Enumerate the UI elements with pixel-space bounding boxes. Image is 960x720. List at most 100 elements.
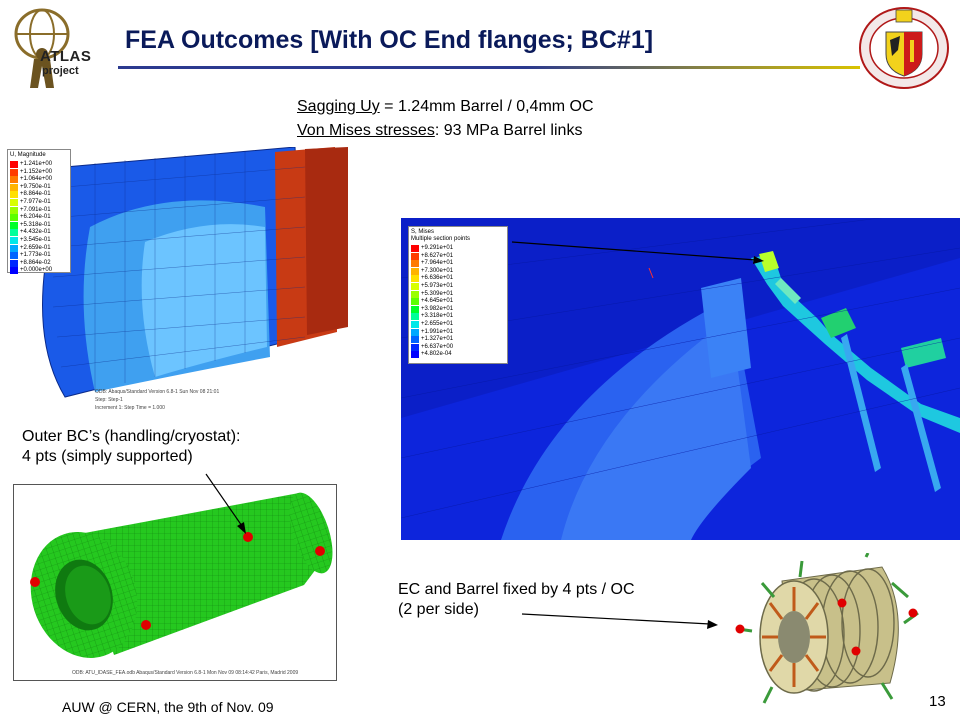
atlas-logo-title: ATLAS	[40, 48, 92, 65]
displacement-legend-swatch	[10, 214, 18, 222]
displacement-legend-row: +8.864e-01	[10, 191, 68, 199]
mises-legend-swatch	[411, 343, 419, 351]
displacement-legend: U, Magnitude +1.241e+00+1.152e+00+1.064e…	[7, 149, 71, 275]
mises-legend-value: +5.973e+01	[421, 282, 454, 289]
sagging-statement: Sagging Uy = 1.24mm Barrel / 0,4mm OC	[297, 97, 594, 117]
cylinder-odb-line: ODB: ATU_IDASE_FEA.odb Abaqus/Standard V…	[72, 670, 299, 676]
mises-legend-row: +3.982e+01	[411, 305, 505, 314]
displacement-legend-row: +1.241e+00	[10, 161, 68, 169]
mises-legend-swatch	[411, 320, 419, 328]
mises-legend-swatch	[411, 298, 419, 306]
mises-legend-row: +4.645e+01	[411, 298, 505, 306]
mises-legend-row: +7.300e+01	[411, 267, 505, 276]
mises-legend-value: +3.982e+01	[421, 305, 454, 312]
mises-legend-value: +9.291e+01	[421, 245, 454, 251]
displacement-legend-row: +0.000e+00	[10, 267, 68, 275]
slide-title: FEA Outcomes [With OC End flanges; BC#1]	[125, 26, 654, 54]
cylinder-mesh-figure: ODB: ATU_IDASE_FEA.odb Abaqus/Standard V…	[13, 484, 337, 681]
displacement-legend-row: +3.545e-01	[10, 236, 68, 245]
mises-legend-value: +6.636e+01	[421, 275, 454, 282]
displacement-legend-row: +2.659e-01	[10, 244, 68, 253]
displacement-step-line: Step: Step-1	[95, 397, 123, 403]
mises-legend-value: +6.637e+00	[421, 343, 454, 350]
mises-legend-swatch	[411, 260, 419, 268]
footer-text: AUW @ CERN, the 9th of Nov. 09	[62, 699, 274, 715]
mises-legend-row: +7.964e+01	[411, 260, 505, 268]
displacement-legend-row: +1.773e-01	[10, 252, 68, 260]
mises-legend-value: +2.655e+01	[421, 320, 454, 327]
displacement-legend-value: +2.659e-01	[20, 244, 51, 251]
displacement-legend-swatch	[10, 244, 18, 252]
displacement-legend-value: +1.064e+00	[20, 176, 53, 183]
mises-legend-swatch	[411, 351, 419, 359]
displacement-legend-value: +4.432e-01	[20, 229, 51, 236]
mises-legend-row: +9.291e+01	[411, 245, 505, 253]
displacement-legend-swatch	[10, 168, 18, 176]
support-pointer-arrow	[205, 473, 246, 534]
displacement-legend-swatch	[10, 252, 18, 260]
ec-pointer-arrow	[521, 613, 718, 629]
sagging-value: = 1.24mm Barrel / 0,4mm OC	[379, 98, 594, 115]
vonmises-statement: Von Mises stresses: 93 MPa Barrel links	[297, 121, 582, 141]
outer-bc-line2: 4 pts (simply supported)	[22, 448, 193, 465]
mises-legend-swatch	[411, 252, 419, 260]
displacement-legend-row: +9.750e-01	[10, 183, 68, 192]
mises-legend-row: +8.627e+01	[411, 252, 505, 261]
page-number: 13	[929, 693, 946, 710]
mises-legend-value: +8.627e+01	[421, 252, 454, 259]
displacement-increment-line: Increment 1: Step Time = 1.000	[95, 405, 165, 411]
mises-legend-subtitle: Multiple section points	[411, 236, 471, 242]
mises-legend-swatch	[411, 336, 419, 344]
mises-legend-value: +7.964e+01	[421, 260, 454, 267]
mises-legend-value: +4.645e+01	[421, 298, 454, 305]
mises-legend-title: S, Mises	[411, 229, 435, 235]
mises-legend-value: +5.309e+01	[421, 290, 454, 297]
displacement-legend-swatch	[10, 236, 18, 244]
mises-legend-row: +5.973e+01	[411, 282, 505, 291]
displacement-legend-row: +1.064e+00	[10, 176, 68, 184]
mises-legend: S, Mises Multiple section points +9.291e…	[408, 226, 508, 364]
displacement-legend-value: +6.204e-01	[20, 214, 51, 221]
vonmises-value: : 93 MPa Barrel links	[434, 122, 583, 139]
displacement-odb-line: ODB: Abaqus/Standard Version 6.8-1 Sun N…	[95, 389, 220, 395]
displacement-legend-value: +8.864e-01	[20, 191, 51, 198]
displacement-legend-swatch	[10, 259, 18, 267]
displacement-contour-figure: U, Magnitude +1.241e+00+1.152e+00+1.064e…	[5, 147, 348, 417]
displacement-legend-value: +1.241e+00	[20, 161, 53, 167]
end-cap-model-figure	[732, 552, 932, 705]
displacement-legend-swatch	[10, 267, 18, 275]
vonmises-label: Von Mises stresses	[297, 122, 435, 139]
sagging-label: Sagging Uy	[297, 98, 380, 115]
displacement-legend-value: +5.318e-01	[20, 221, 51, 228]
mises-legend-value: +7.300e+01	[421, 267, 454, 274]
displacement-legend-value: +1.152e+00	[20, 168, 53, 175]
displacement-legend-value: +0.000e+00	[20, 267, 53, 274]
mises-legend-row: +1.991e+01	[411, 328, 505, 337]
displacement-legend-row: +7.977e-01	[10, 198, 68, 207]
mises-legend-swatch	[411, 313, 419, 321]
mises-legend-swatch	[411, 275, 419, 283]
mises-legend-row: +4.802e-04	[411, 351, 505, 359]
stress-pointer-arrow	[511, 241, 764, 264]
atlas-logo: ATLAS project	[4, 4, 114, 92]
mises-legend-row: +6.637e+00	[411, 343, 505, 352]
mises-legend-value: +3.318e+01	[421, 313, 454, 320]
displacement-legend-row: +8.864e-02	[10, 259, 68, 268]
mises-legend-value: +4.802e-04	[421, 351, 452, 358]
mises-legend-row: +1.327e+01	[411, 336, 505, 344]
displacement-legend-row: +7.091e-01	[10, 206, 68, 215]
mises-legend-swatch	[411, 267, 419, 275]
displacement-legend-row: +6.204e-01	[10, 214, 68, 222]
mises-legend-swatch	[411, 305, 419, 313]
displacement-legend-swatch	[10, 221, 18, 229]
mises-legend-swatch	[411, 290, 419, 298]
mises-legend-row: +5.309e+01	[411, 290, 505, 299]
mises-legend-swatch	[411, 245, 419, 252]
mises-legend-swatch	[411, 328, 419, 336]
ec-barrel-fix-note: EC and Barrel fixed by 4 pts / OC (2 per…	[398, 580, 635, 620]
displacement-legend-title: U, Magnitude	[10, 152, 46, 158]
displacement-legend-value: +9.750e-01	[20, 183, 51, 190]
mises-legend-row: +6.636e+01	[411, 275, 505, 283]
displacement-legend-swatch	[10, 206, 18, 214]
displacement-legend-value: +7.977e-01	[20, 198, 51, 205]
